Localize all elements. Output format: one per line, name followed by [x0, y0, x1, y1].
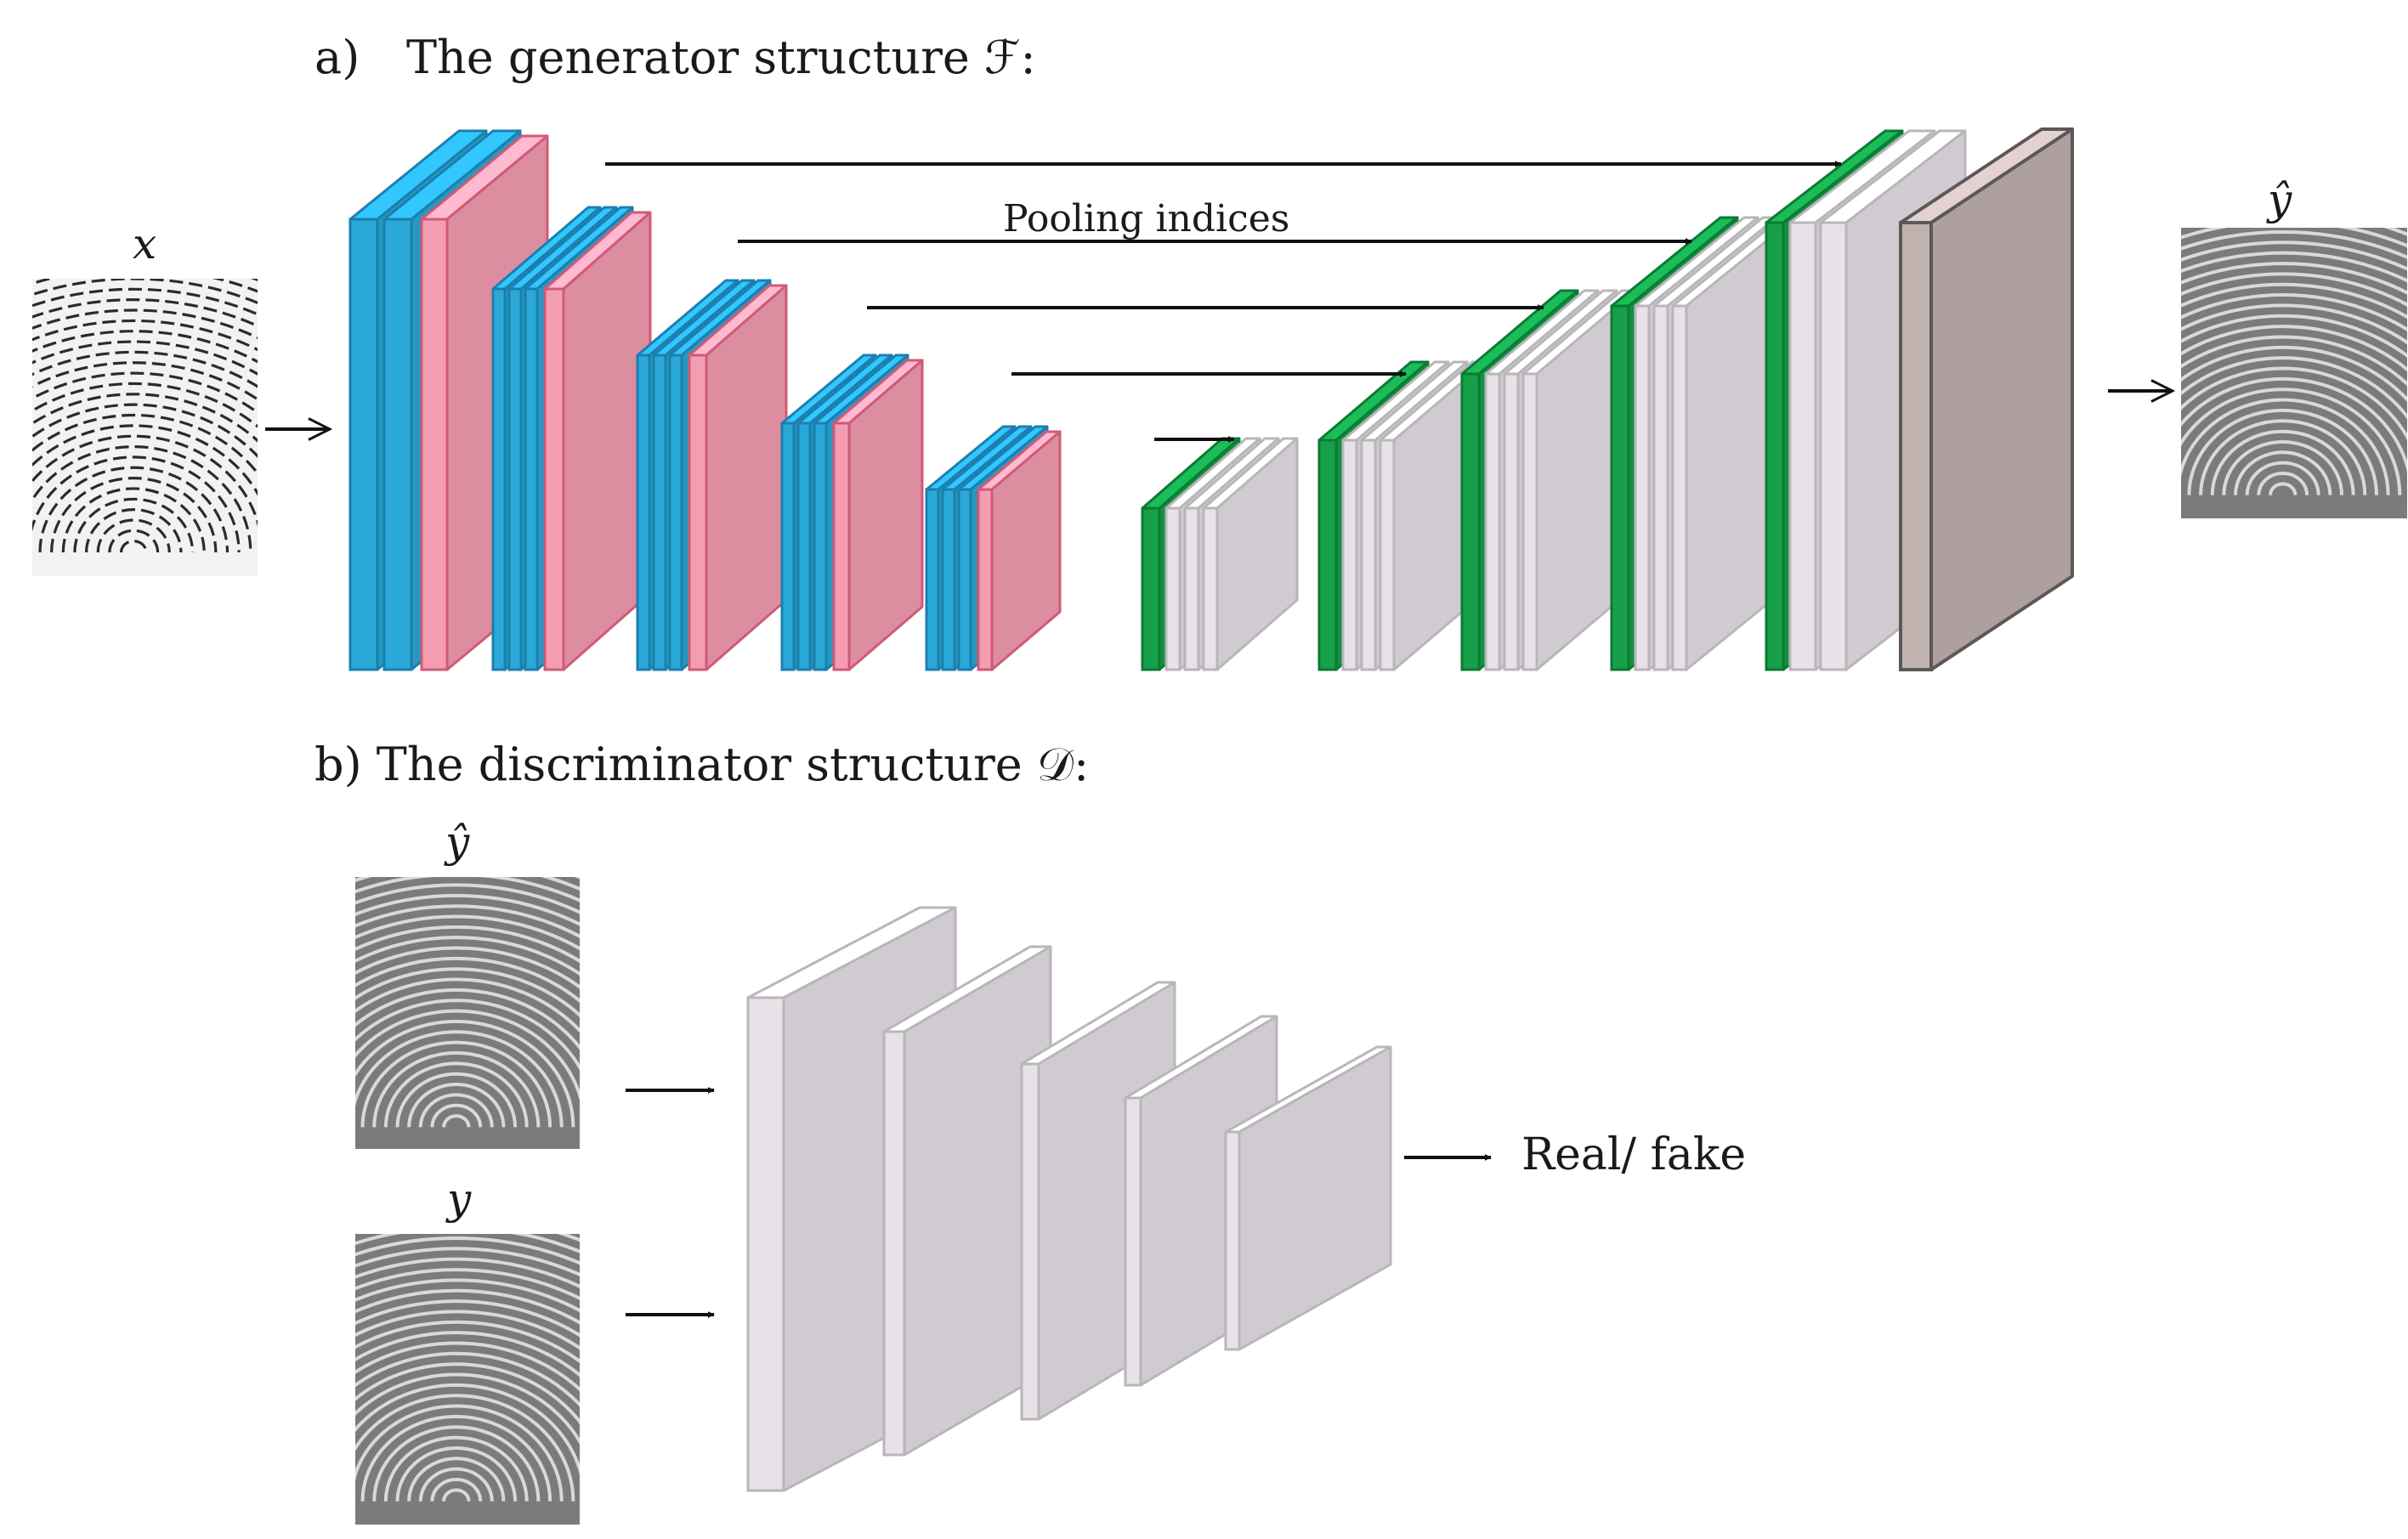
discriminator-input-top-label: ŷ [444, 818, 470, 867]
decoder-blocks [1141, 127, 2074, 671]
decoder-final-layer [1899, 127, 2074, 671]
input-fingerprint-image [32, 279, 258, 576]
generator-title: The generator structure ℱ: [406, 31, 1036, 84]
output-fingerprint-image [2181, 228, 2407, 518]
discriminator-layer-2 [882, 945, 1052, 1457]
pooling-indices-connections [605, 161, 1842, 443]
encoder-stage-2-pool [543, 211, 652, 671]
discriminator-title: b) The discriminator structure 𝒟: [314, 738, 1089, 791]
generator-output-label: ŷ [2266, 175, 2292, 224]
discriminator-output-label: Real/ fake [1521, 1129, 1746, 1180]
discriminator-blocks [746, 906, 1392, 1492]
encoder-blocks [348, 129, 1062, 671]
decoder-stage-1-conv-3 [1202, 437, 1299, 671]
encoder-stage-3-pool [688, 284, 788, 671]
generator-input-label: x [133, 219, 156, 269]
discriminator-input-real-image [355, 1234, 580, 1525]
encoder-stage-4-pool [832, 359, 924, 671]
generator-title-letter: a) [314, 31, 360, 84]
encoder-stage-5-pool [977, 430, 1062, 671]
pooling-indices-label: Pooling indices [1003, 197, 1289, 240]
discriminator-layer-5 [1224, 1045, 1392, 1351]
discriminator-input-generated-image [355, 877, 580, 1149]
discriminator-input-bottom-label: y [445, 1174, 472, 1224]
